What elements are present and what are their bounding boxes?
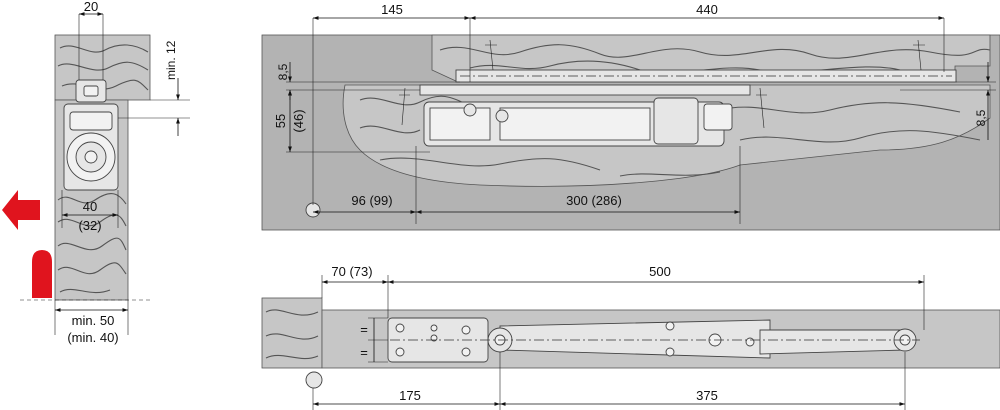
- elevation-view: 145 440 8,5 55 (46) 96 (99) 300 (286) 8,…: [261, 2, 1000, 231]
- arrow-left-icon: [2, 190, 40, 230]
- slide-rail: [455, 69, 957, 83]
- dim-8-5-left: 8,5: [276, 63, 290, 80]
- dim-175: 175: [399, 388, 421, 403]
- dim-side-40: 40: [83, 199, 97, 214]
- dim-500: 500: [649, 264, 671, 279]
- door-stop-icon: [32, 250, 52, 298]
- dim-96: 96 (99): [351, 193, 392, 208]
- dim-46: (46): [291, 109, 306, 132]
- plan-view: 70 (73) 500 175 375 = =: [261, 264, 1000, 410]
- dim-145: 145: [381, 2, 403, 17]
- dim-side-32: (32): [78, 218, 101, 233]
- dim-side-20: 20: [84, 0, 98, 14]
- dim-side-min12: min. 12: [164, 40, 178, 80]
- dim-55: 55: [273, 114, 288, 128]
- dim-side-min40: (min. 40): [67, 330, 118, 345]
- dim-side-min50: min. 50: [72, 313, 115, 328]
- dim-375: 375: [696, 388, 718, 403]
- slide-arm: [759, 329, 906, 355]
- dim-70: 70 (73): [331, 264, 372, 279]
- dim-440: 440: [696, 2, 718, 17]
- equal-mark-2: =: [360, 345, 368, 360]
- dim-8-5-right: 8,5: [974, 109, 988, 126]
- dim-300: 300 (286): [566, 193, 622, 208]
- side-section-view: 20 min. 12 40 (32) min. 50 (min. 40): [2, 0, 190, 345]
- equal-mark-1: =: [360, 322, 368, 337]
